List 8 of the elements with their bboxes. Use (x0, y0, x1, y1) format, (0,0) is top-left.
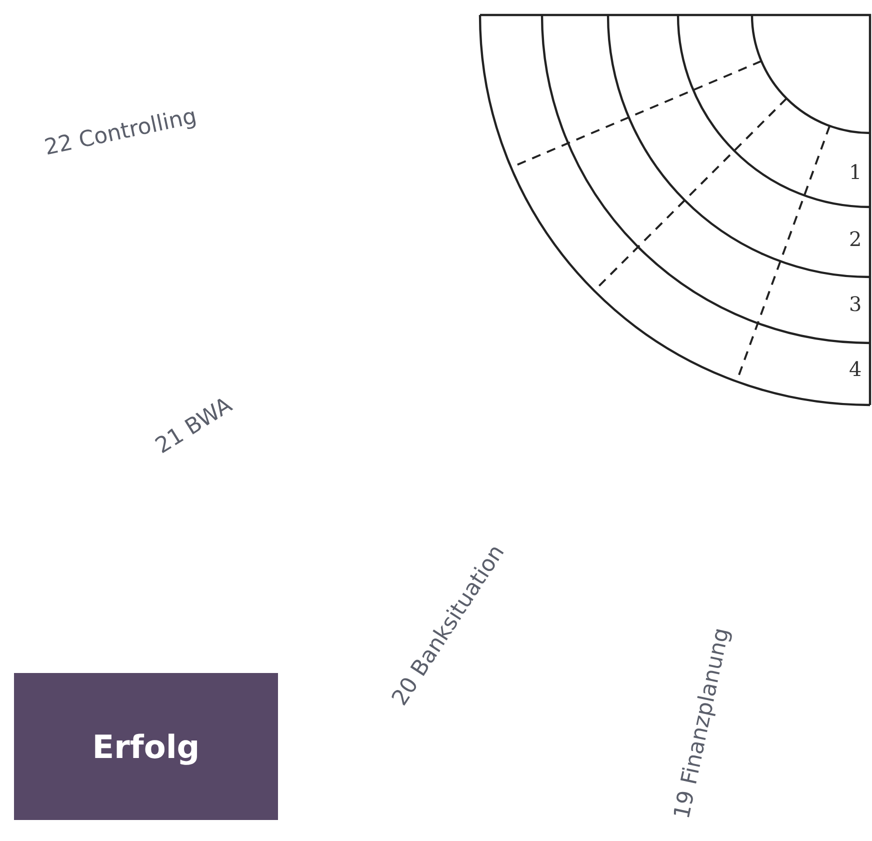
ring-number: 2 (849, 227, 862, 251)
category-label: 21 BWA (151, 392, 237, 460)
box-title: Erfolg (92, 728, 200, 766)
ring-number: 3 (849, 292, 862, 316)
ring-number: 4 (849, 357, 862, 381)
category-label: 22 Controlling (42, 104, 199, 161)
ring-number: 1 (849, 160, 862, 184)
result-box (14, 673, 278, 820)
